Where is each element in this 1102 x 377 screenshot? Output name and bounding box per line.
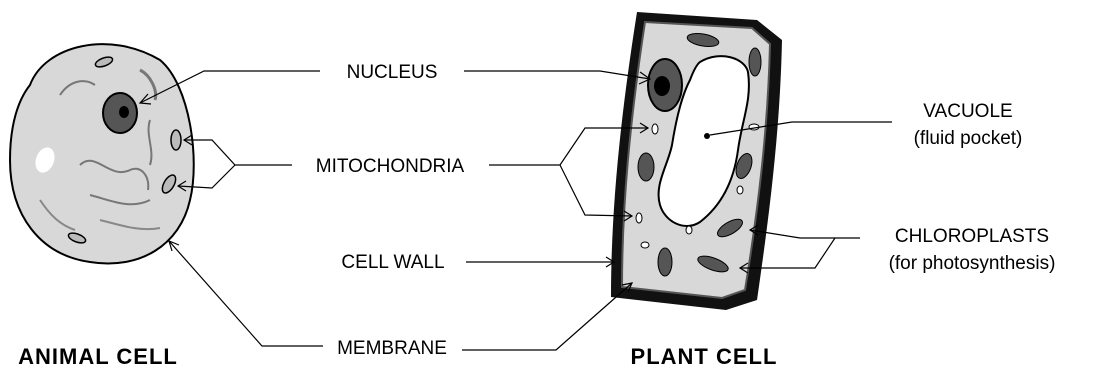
vacuole-dot: [704, 133, 710, 139]
vacuole-label: VACUOLE: [923, 101, 1012, 122]
plant-mitochondrion: [636, 213, 642, 223]
plant-chloroplast: [638, 153, 654, 181]
chloroplasts-label: CHLOROPLASTS: [895, 226, 1049, 247]
leader-lines: [140, 71, 892, 350]
chloroplasts-sublabel: (for photosynthesis): [889, 253, 1056, 274]
plant-cell-title: PLANT CELL: [631, 344, 778, 369]
mitochondria-label: MITOCHONDRIA: [316, 156, 465, 177]
plant-mitochondrion: [652, 124, 658, 134]
cell-wall-label: CELL WALL: [341, 252, 444, 273]
plant-cell: [611, 12, 782, 310]
animal-cell-title: ANIMAL CELL: [18, 344, 178, 369]
animal-mitochondrion: [171, 130, 181, 150]
membrane-label: MEMBRANE: [337, 338, 447, 359]
plant-mitochondrion: [737, 186, 743, 194]
membrane-leader-plant: [462, 283, 632, 350]
plant-nucleolus: [654, 76, 670, 96]
animal-cell-body: [10, 44, 194, 263]
plant-mitochondrion: [686, 226, 692, 234]
membrane-leader-animal: [169, 241, 323, 346]
animal-cell: [10, 44, 194, 263]
animal-nucleolus: [119, 106, 129, 118]
nucleus-label: NUCLEUS: [347, 62, 438, 83]
vacuole-sublabel: (fluid pocket): [914, 128, 1023, 149]
nucleus-leader-plant: [464, 71, 650, 79]
plant-chloroplast: [749, 48, 761, 76]
plant-chloroplast: [658, 248, 672, 276]
plant-mitochondrion: [641, 242, 649, 248]
mitochondria-leader-animal: [184, 140, 292, 165]
